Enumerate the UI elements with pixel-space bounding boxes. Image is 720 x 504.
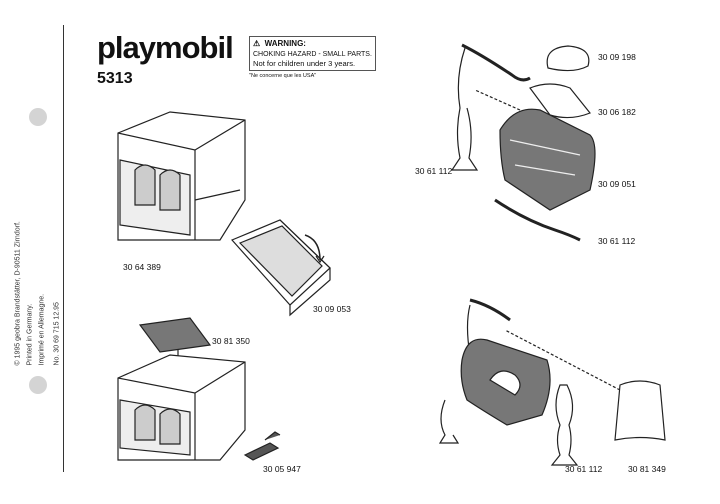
part-number-key: 30 05 947 [263, 464, 301, 474]
part-number-stand-final: 30 61 112 [565, 464, 603, 474]
pillow-illustration [546, 45, 590, 72]
cradle-stand-illustration [450, 43, 531, 171]
warning-note: "Ne concerne que les USA" [249, 73, 317, 79]
set-number: 5313 [97, 70, 133, 87]
part-number-cabinet: 30 64 389 [123, 262, 161, 272]
playmobil-logo: playmobil [97, 30, 234, 65]
crossbar-illustration [494, 198, 581, 242]
margin-divider [63, 25, 64, 472]
floor-mat-illustration [138, 317, 212, 353]
warning-title: WARNING: [264, 39, 306, 48]
part-number-drawer: 30 09 053 [313, 304, 351, 314]
part-number-blanket: 30 06 182 [598, 107, 636, 117]
part-number-mat: 30 81 350 [212, 336, 250, 346]
assembled-cradle-illustration [438, 298, 579, 466]
part-number-canopy: 30 81 349 [628, 464, 666, 474]
canopy-illustration [614, 380, 666, 441]
warning-box: ⚠ WARNING: CHOKING HAZARD - SMALL PARTS.… [249, 36, 376, 71]
binder-hole-top [29, 108, 47, 126]
warning-line-1: CHOKING HAZARD - SMALL PARTS. [253, 51, 372, 58]
cabinet-illustration [117, 111, 246, 241]
part-number-pillow: 30 09 198 [598, 52, 636, 62]
cradle-illustration [499, 108, 596, 211]
part-number-crossbar: 30 61 112 [598, 236, 636, 246]
drawer-illustration [230, 219, 331, 317]
warning-block: ⚠ WARNING: CHOKING HAZARD - SMALL PARTS.… [249, 36, 376, 80]
binder-hole-bottom [29, 376, 47, 394]
part-number-stand: 30 61 112 [415, 166, 453, 176]
blanket-illustration [529, 83, 591, 119]
warning-triangle-icon: ⚠ [253, 39, 265, 48]
part-number-cradle: 30 09 051 [598, 179, 636, 189]
warning-line-2: Not for children under 3 years. [253, 59, 356, 68]
cabinet-assembled-illustration [117, 354, 246, 461]
key-illustration [243, 431, 281, 461]
